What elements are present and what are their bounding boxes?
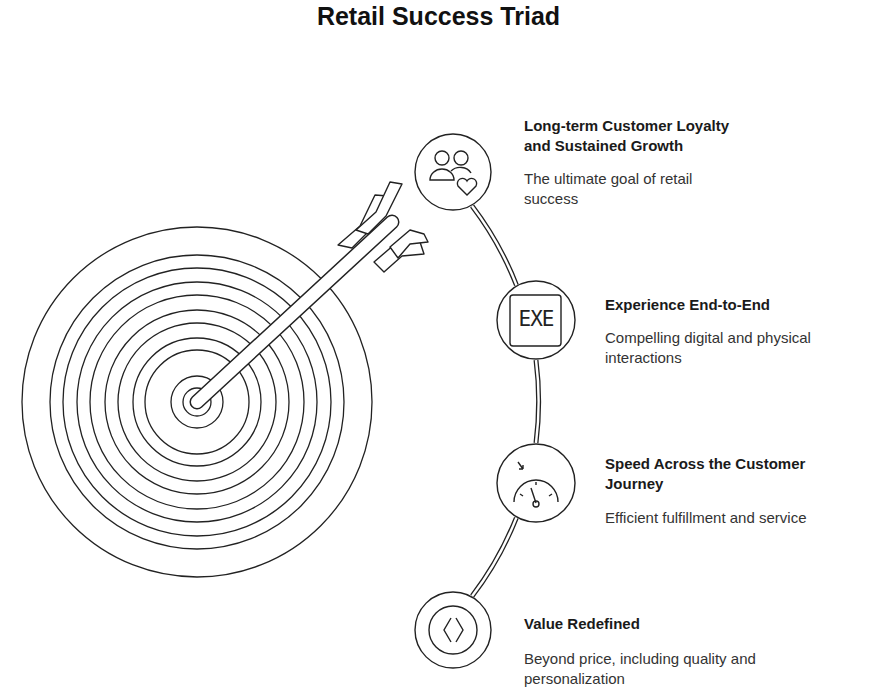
circle-shape [497,444,575,522]
curved-connector [472,518,516,596]
circle-shape [497,281,575,359]
connector-fill [472,206,516,285]
node-description: Efficient fulfillment and service [605,508,855,528]
node-description: Compelling digital and physical interact… [605,328,855,368]
connector-outline [472,206,516,285]
circle-shape [415,134,491,210]
circle-outline [414,591,492,669]
node-description: Beyond price, including quality and pers… [524,649,764,689]
node-heading: Experience End-to-End [605,295,845,315]
icon-label: EXE [513,307,559,331]
diagram-title: Retail Success Triad [0,2,877,31]
circle-shape [415,592,491,668]
icon-circle-node: Speed Across the Customer JourneyEfficie… [496,443,576,523]
circle-outline [496,443,576,523]
node-heading: Speed Across the Customer Journey [605,454,830,494]
node-description: The ultimate goal of retail success [524,169,734,209]
node-heading: Long-term Customer Loyalty and Sustained… [524,116,754,156]
icon-circle-node: Long-term Customer Loyalty and Sustained… [414,133,492,211]
connector-outline [536,360,539,443]
curved-connector [472,206,516,285]
curved-connector [536,360,539,443]
icon-circle-node: Value RedefinedBeyond price, including q… [414,591,492,669]
node-heading: Value Redefined [524,614,764,634]
connector-fill [536,360,539,443]
circle-outline [414,133,492,211]
connector-outline [472,518,516,596]
connector-fill [472,518,516,596]
